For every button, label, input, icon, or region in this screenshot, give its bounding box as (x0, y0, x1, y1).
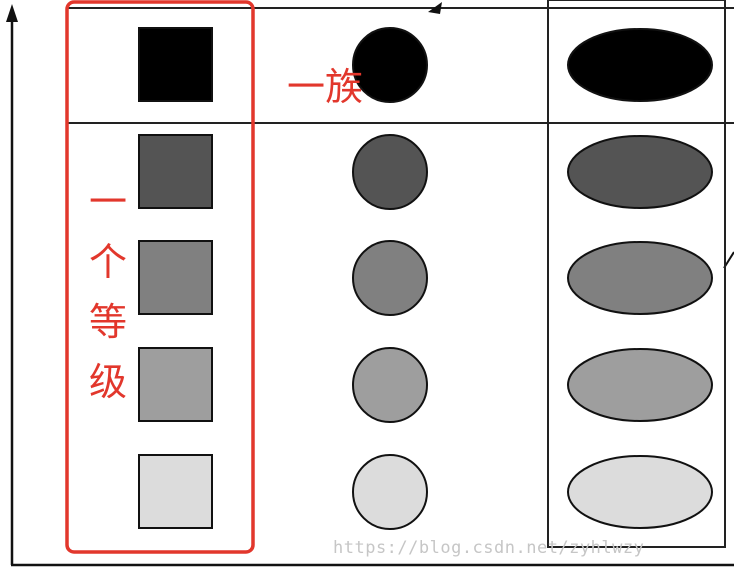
ellipse-column-box (547, 0, 726, 548)
level-char: 个 (88, 240, 127, 284)
square-shape (138, 240, 213, 315)
circle-shape (352, 240, 428, 316)
ellipse-shape (567, 241, 713, 315)
level-char: 等 (88, 300, 127, 344)
top-arrowhead-fragment (428, 2, 442, 14)
level-char: 级 (88, 360, 127, 404)
watermark-text: https://blog.csdn.net/zyhlwzy (333, 538, 645, 558)
ellipse-shape (567, 455, 713, 529)
circle-shape (352, 27, 428, 103)
square-shape (138, 27, 213, 102)
square-shape (138, 134, 213, 209)
ellipse-shape (567, 28, 713, 102)
circle-shape (352, 454, 428, 530)
ellipse-shape (567, 348, 713, 422)
ellipse-shape (567, 135, 713, 209)
circle-shape (352, 134, 428, 210)
level-highlight-box (65, 0, 255, 554)
level-annotation: 一 个 等 级 (86, 172, 130, 412)
family-annotation: 一族 (287, 65, 364, 109)
circle-shape (352, 347, 428, 423)
square-shape (138, 454, 213, 529)
square-shape (138, 347, 213, 422)
y-axis-arrow (6, 4, 18, 22)
level-char: 一 (88, 180, 127, 224)
